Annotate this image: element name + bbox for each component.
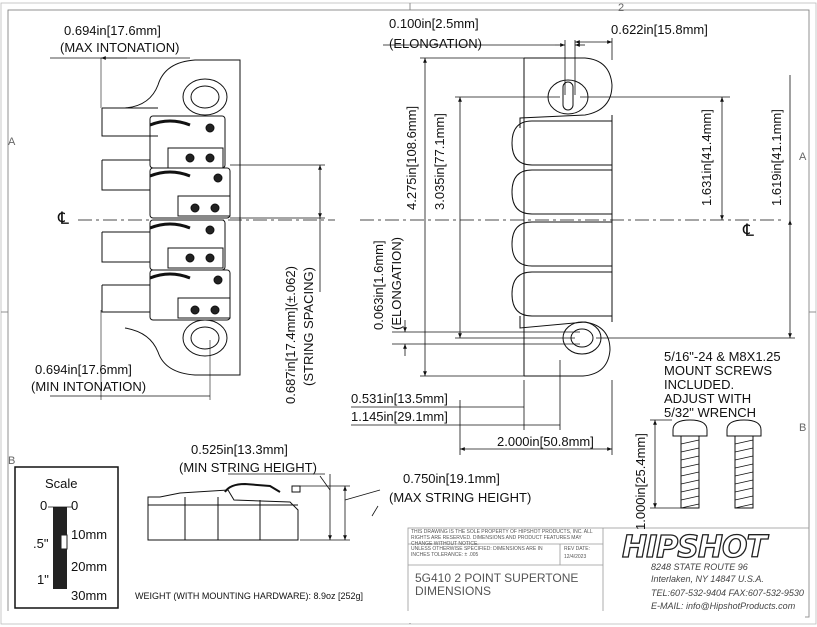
scale-box [14,466,119,609]
mount-hole-top [182,78,228,116]
screw-note-line-5: 5/32" WRENCH [664,405,757,420]
max-string-height-label: (MAX STRING HEIGHT) [389,490,532,505]
address-line-1: 8248 STATE ROUTE 96 [651,562,748,572]
centerline-symbol-right: ℄ [743,221,754,240]
border-mark-left-b: B [8,455,16,467]
max-intonation-label: (MAX INTONATION) [60,40,180,55]
half-1619-dim: 1.619in[41.1mm] [769,109,784,206]
border-mark-right-a: A [799,151,807,163]
saddle-2 [149,167,231,219]
min-string-height-dim: 0.525in[13.3mm] [191,442,288,457]
hipshot-logo: HIPSHOT [621,529,767,565]
screw-note-line-4: ADJUST WITH [664,391,752,406]
address-line-2: Interlaken, NY 14847 U.S.A. [651,574,764,584]
saddle-3 [149,219,226,271]
scale-mm-10: 10mm [71,527,108,542]
doc-type: DIMENSIONS [415,584,492,598]
centerline-symbol-left: ℄ [58,209,69,228]
elongation-top-label: (ELONGATION) [389,36,482,51]
scale-mm-30: 30mm [71,588,108,603]
screw-1 [672,419,708,509]
side-dimension-lines [228,473,381,541]
rev-date: 12/4/2023 [564,554,587,560]
screw-note-line-2: MOUNT SCREWS [664,363,773,378]
screw-length-dim: 1.000in[25.4mm] [633,433,648,530]
dim-1145: 1.145in[29.1mm] [351,409,448,424]
scale-inch-half: .5" [33,536,49,551]
string-spacing-label: (STRING SPACING) [301,267,316,386]
scale-inch-0: 0 [40,498,48,513]
bridge-bottom-view [511,57,613,377]
scale-mm-0: 0 [71,498,79,513]
scale-inch-1: 1" [37,572,49,587]
scale-title: Scale [45,476,78,491]
string-slots [101,107,158,313]
max-string-height-dim: 0.750in[19.1mm] [403,471,500,486]
ownership-notice: THIS DRAWING IS THE SOLE PROPERTY OF HIP… [411,529,593,547]
part-name: 5G410 2 POINT SUPERTONE [415,571,579,585]
screw-note-line-1: 5/16"-24 & M8X1.25 [664,349,781,364]
elongation-top-dim: 0.100in[2.5mm] [389,16,479,31]
elongation-side-dim: 0.063in[1.6mm] [371,240,386,330]
rev-label: REV DATE: [564,546,591,552]
screw-note-line-3: INCLUDED. [664,377,735,392]
top-right-dim: 0.622in[15.8mm] [611,22,708,37]
max-intonation-dim: 0.694in[17.6mm] [64,23,161,38]
length-3035-dim: 3.035in[77.1mm] [432,113,447,210]
saddle-1 [149,115,226,169]
right-dimension-lines [351,38,795,455]
mount-hole-bottom [182,319,228,357]
email: E-MAIL: info@HipshotProducts.com [651,601,796,611]
weight-note: WEIGHT (WITH MOUNTING HARDWARE): 8.9oz [… [135,591,364,601]
elongation-side-label: (ELONGATION) [389,237,404,330]
dim-2000: 2.000in[50.8mm] [497,434,594,449]
tolerance-note: UNLESS OTHERWISE SPECIFIED: DIMENSIONS A… [411,546,543,558]
scale-mm-20: 20mm [71,559,108,574]
min-intonation-label: (MIN INTONATION) [31,379,147,394]
length-4275-dim: 4.275in[108.6mm] [404,105,419,210]
string-spacing-dim: 0.687in[17.4mm](±.062) [283,266,298,404]
min-intonation-dim: 0.694in[17.6mm] [35,362,132,377]
saddle-4 [149,269,231,321]
half-1631-dim: 1.631in[41.4mm] [699,109,714,206]
mount-screws [650,419,762,509]
border-mark-left-a: A [8,136,16,148]
border-mark-right-b: B [799,422,807,434]
phone-fax: TEL:607-532-9404 FAX:607-532-9530 [651,588,804,598]
bridge-top-view [101,59,241,376]
screw-2 [726,419,762,509]
min-string-height-label: (MIN STRING HEIGHT) [179,460,317,475]
left-dimension-lines [50,56,325,400]
border-mark-top: 2 [618,2,625,14]
bridge-side-view [147,482,301,541]
dim-0531: 0.531in[13.5mm] [351,391,448,406]
finger-rails [511,115,613,322]
